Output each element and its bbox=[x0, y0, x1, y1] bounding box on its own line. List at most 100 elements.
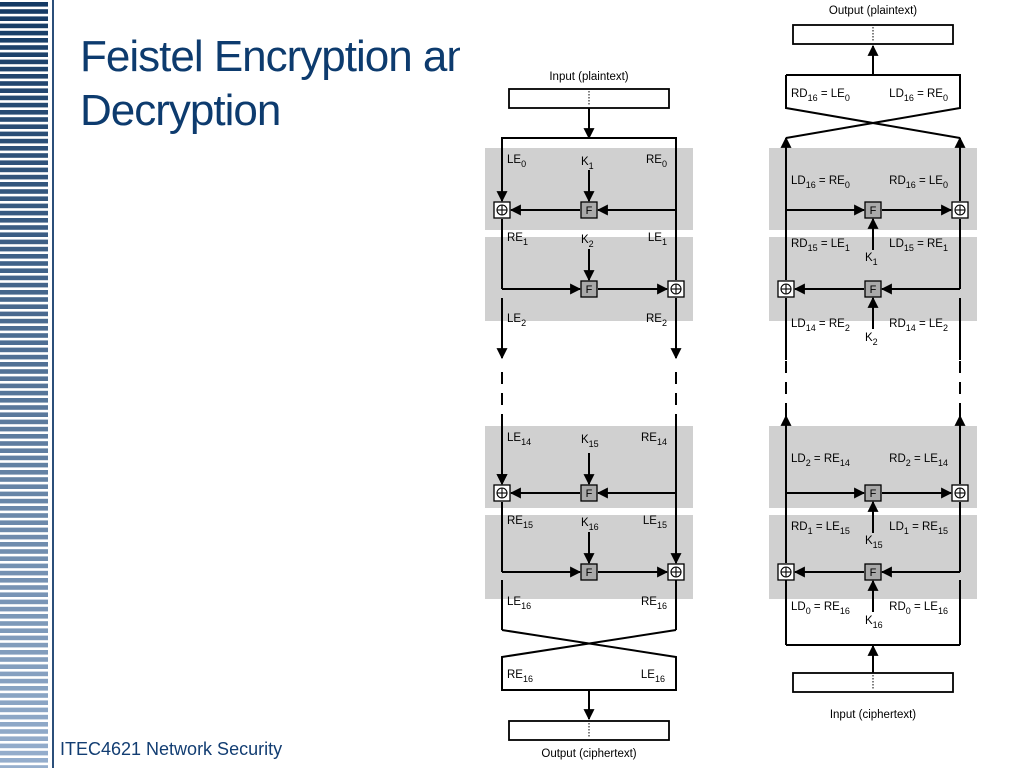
stripe-bar bbox=[0, 534, 48, 540]
output-ciphertext-label: Output (ciphertext) bbox=[541, 748, 636, 760]
stripe-bar bbox=[0, 182, 48, 187]
label-subscript: 15 bbox=[808, 243, 818, 253]
label-main: RE bbox=[927, 238, 943, 250]
f-function-label: F bbox=[586, 205, 593, 217]
le-input-label: LE14​ bbox=[507, 432, 531, 447]
label-main: RE bbox=[507, 515, 523, 527]
label-subscript: 16 bbox=[657, 601, 667, 611]
stripe-bar bbox=[0, 462, 48, 468]
label-subscript: 16 bbox=[521, 601, 531, 611]
f-function-box bbox=[864, 280, 882, 298]
stripe-bar bbox=[0, 470, 48, 475]
f-function-label: F bbox=[870, 567, 877, 579]
label-subscript: 2 bbox=[806, 458, 811, 468]
stripe-bar bbox=[0, 66, 48, 72]
label-subscript: 14 bbox=[806, 323, 816, 333]
stripe-bar bbox=[0, 347, 48, 353]
label-subscript: 16 bbox=[840, 606, 850, 616]
stripe-bar bbox=[0, 405, 48, 410]
stripe-bar bbox=[0, 160, 48, 165]
f-function-label: F bbox=[870, 284, 877, 296]
rd-label: RD15​ = LE1​ bbox=[791, 238, 850, 253]
label-subscript: 14 bbox=[657, 437, 667, 447]
ld-label: LD1​ = RE15​ bbox=[889, 521, 948, 536]
label-subscript: 0 bbox=[521, 159, 526, 169]
label-main: LE bbox=[641, 669, 655, 681]
stripe-bar bbox=[0, 232, 48, 237]
re-output-label: RE16​ bbox=[641, 596, 667, 611]
label-text: = bbox=[811, 453, 824, 465]
rd-label: RD16​ = LE0​ bbox=[889, 175, 948, 190]
label-subscript: 16 bbox=[655, 674, 665, 684]
stripe-bar bbox=[0, 714, 48, 720]
label-main: RE bbox=[507, 232, 523, 244]
stripe-bar bbox=[0, 167, 48, 173]
label-subscript: 2 bbox=[662, 318, 667, 328]
label-subscript: 1 bbox=[904, 526, 909, 536]
swap-right-label: LE16​ bbox=[641, 669, 665, 684]
rd-label: RD0​ = LE16​ bbox=[889, 601, 948, 616]
key-label: K15​ bbox=[865, 535, 883, 550]
label-main: K bbox=[581, 156, 589, 168]
stripe-bar bbox=[0, 369, 48, 374]
stripe-bar bbox=[0, 549, 48, 554]
ld-label: LD14​ = RE2​ bbox=[791, 318, 850, 333]
label-subscript: 1 bbox=[589, 161, 594, 171]
ld-label: LD16​ = RE0​ bbox=[791, 175, 850, 190]
f-function-box bbox=[864, 563, 882, 581]
stripe-bar bbox=[0, 506, 48, 511]
label-main: LD bbox=[791, 453, 806, 465]
stripe-bar bbox=[0, 74, 48, 79]
stripe-bar bbox=[0, 657, 48, 662]
stripe-bar bbox=[0, 448, 48, 453]
key-label: K15​ bbox=[581, 434, 599, 449]
stripe-bar bbox=[0, 520, 48, 525]
label-subscript: 1 bbox=[808, 526, 813, 536]
label-main: LE bbox=[831, 238, 845, 250]
label-subscript: 0 bbox=[943, 180, 948, 190]
stripe-bar bbox=[0, 174, 48, 180]
le-output-label: LE15​ bbox=[643, 515, 667, 530]
stripe-bar bbox=[0, 628, 48, 633]
label-text: = bbox=[813, 521, 826, 533]
stripe-bar bbox=[0, 38, 48, 43]
label-main: RD bbox=[889, 601, 906, 613]
label-main: K bbox=[865, 615, 873, 627]
label-subscript: 16 bbox=[906, 180, 916, 190]
stripe-bar bbox=[0, 729, 48, 734]
stripe-bar bbox=[0, 124, 48, 129]
f-function-box bbox=[580, 280, 598, 298]
label-main: LE bbox=[929, 318, 943, 330]
label-subscript: 0 bbox=[806, 606, 811, 616]
stripe-divider bbox=[52, 0, 54, 768]
slide-title-line-2: Decryption bbox=[80, 86, 281, 135]
label-main: RD bbox=[889, 453, 906, 465]
stripe-bar bbox=[0, 635, 48, 641]
rd-label: RD1​ = LE15​ bbox=[791, 521, 850, 536]
label-subscript: 1 bbox=[943, 243, 948, 253]
footer-course-name: ITEC4621 Network Security bbox=[60, 739, 283, 759]
label-main: LE bbox=[929, 175, 943, 187]
le-output-label: LE1​ bbox=[648, 232, 667, 247]
stripe-bar bbox=[0, 23, 48, 29]
le-output-label: LE16​ bbox=[507, 596, 531, 611]
label-main: RE bbox=[646, 154, 662, 166]
stripe-bar bbox=[0, 340, 48, 345]
slide-title: Feistel Encryption and Decryption bbox=[80, 30, 460, 138]
stripe-bar bbox=[0, 642, 48, 648]
stripe-bar bbox=[0, 678, 48, 684]
stripe-bar bbox=[0, 707, 48, 713]
ld-label: LD2​ = RE14​ bbox=[791, 453, 850, 468]
label-subscript: 16 bbox=[808, 93, 818, 103]
label-text: = bbox=[816, 318, 829, 330]
label-subscript: 0 bbox=[662, 159, 667, 169]
label-main: LE bbox=[507, 596, 521, 608]
label-subscript: 1 bbox=[523, 237, 528, 247]
stripe-bar bbox=[0, 225, 48, 230]
label-main: K bbox=[581, 517, 589, 529]
label-subscript: 0 bbox=[845, 180, 850, 190]
label-main: LE bbox=[507, 432, 521, 444]
encryption-diagram: Input (plaintext)FFLE0​RE0​K1​RE1​LE1​K2… bbox=[485, 71, 693, 760]
label-subscript: 1 bbox=[873, 257, 878, 267]
